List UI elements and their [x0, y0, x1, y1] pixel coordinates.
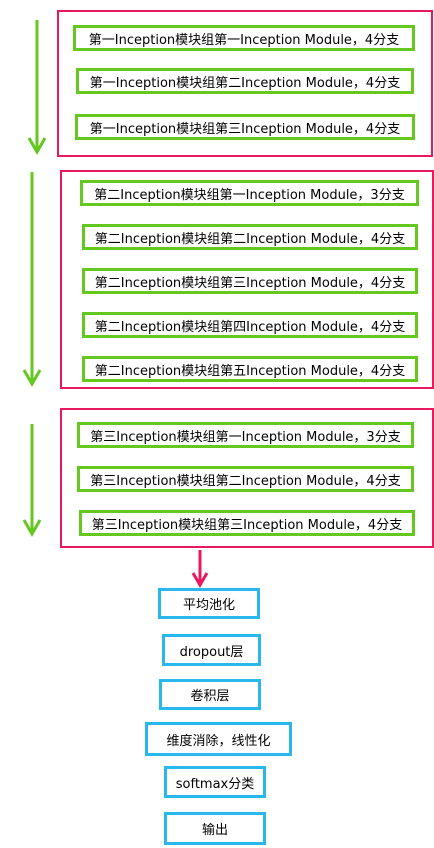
dropout-layer-stage: dropout层: [162, 634, 261, 666]
group-2-module-3: 第二Inception模块组第三Inception Module，4分支: [82, 268, 418, 294]
output-stage: 输出: [164, 812, 266, 845]
group-3-module-2: 第三Inception模块组第二Inception Module，4分支: [77, 466, 414, 492]
group-2-module-1: 第二Inception模块组第一Inception Module，3分支: [80, 180, 419, 206]
conv-layer-stage: 卷积层: [159, 679, 261, 710]
group-3-module-3: 第三Inception模块组第三Inception Module，4分支: [79, 510, 415, 536]
group-1-module-1: 第一Inception模块组第一Inception Module，4分支: [73, 25, 415, 51]
group-1-module-2: 第一Inception模块组第二Inception Module，4分支: [76, 68, 414, 94]
average-pooling-stage: 平均池化: [158, 588, 260, 619]
group-3-module-1: 第三Inception模块组第一Inception Module，3分支: [77, 422, 414, 448]
group-1-flow-arrowhead: [27, 137, 47, 156]
flatten-stage: 维度消除，线性化: [145, 722, 292, 756]
softmax-stage: softmax分类: [164, 766, 266, 798]
group-2-module-4: 第二Inception模块组第四Inception Module，4分支: [82, 312, 418, 338]
group-2-flow-arrowhead: [22, 369, 42, 388]
group-2-module-2: 第二Inception模块组第二Inception Module，4分支: [82, 224, 418, 250]
group-1-module-3: 第一Inception模块组第三Inception Module，4分支: [75, 114, 415, 140]
to-pooling-arrowhead: [191, 572, 209, 588]
group-2-module-5: 第二Inception模块组第五Inception Module，4分支: [82, 356, 418, 382]
group-3-flow-arrowhead: [22, 519, 42, 538]
